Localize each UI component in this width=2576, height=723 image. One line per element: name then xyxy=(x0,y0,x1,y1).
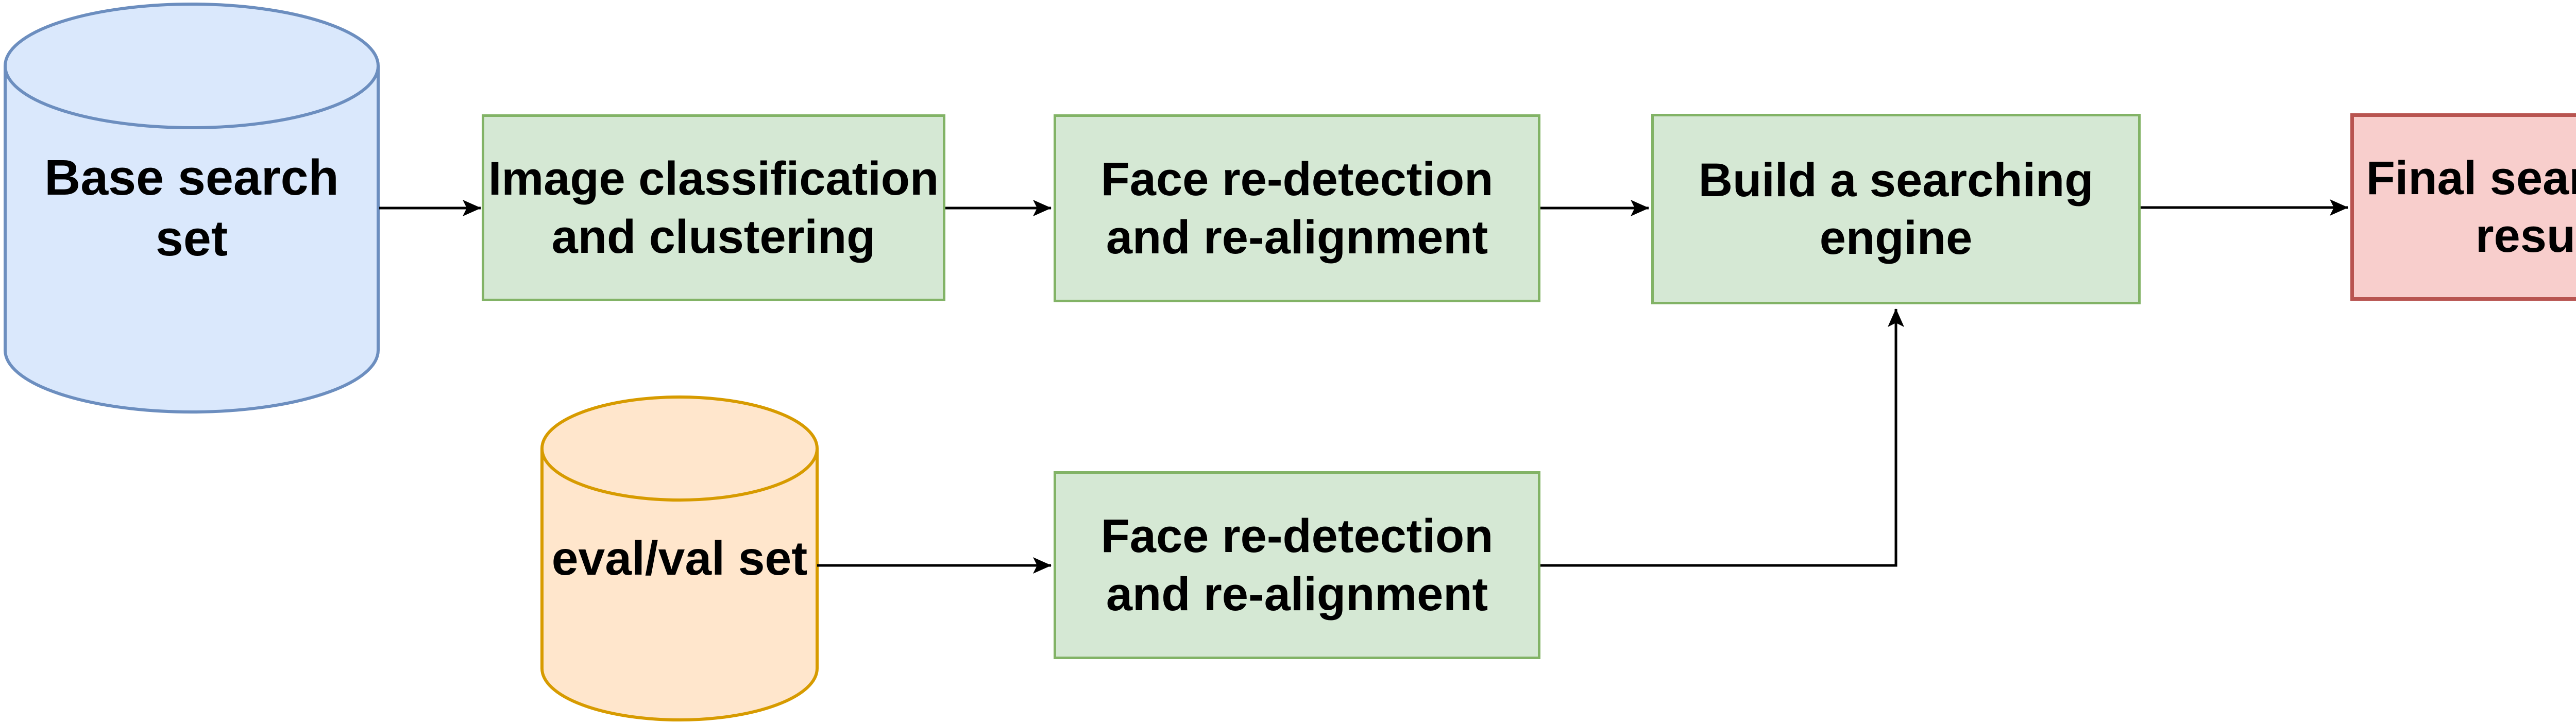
node-eval-val-set-cylinder xyxy=(540,395,819,721)
node-label: Face re-detection and re-alignment xyxy=(1100,510,1494,621)
connector-redetection-bottom-to-engine xyxy=(1540,308,1904,567)
node-label: Build a searching engine xyxy=(1698,153,2094,264)
cylinder-body xyxy=(540,395,819,721)
node-face-redetection-top: Face re-detection and re-alignment xyxy=(1054,114,1540,302)
node-final-result: Final searching result xyxy=(2350,113,2576,301)
cylinder-top-rim xyxy=(4,65,380,129)
node-base-search-set-cylinder xyxy=(4,3,380,414)
node-label: Final searching result xyxy=(2366,151,2576,262)
cylinder-body xyxy=(4,3,380,414)
node-face-redetection-bottom: Face re-detection and re-alignment xyxy=(1054,471,1540,659)
node-image-classification: Image classification and clustering xyxy=(482,114,945,301)
node-build-search-engine: Build a searching engine xyxy=(1651,114,2141,304)
node-label: Face re-detection and re-alignment xyxy=(1100,153,1494,264)
cylinder-top-rim xyxy=(540,448,819,502)
node-label: Image classification and clustering xyxy=(488,152,939,263)
